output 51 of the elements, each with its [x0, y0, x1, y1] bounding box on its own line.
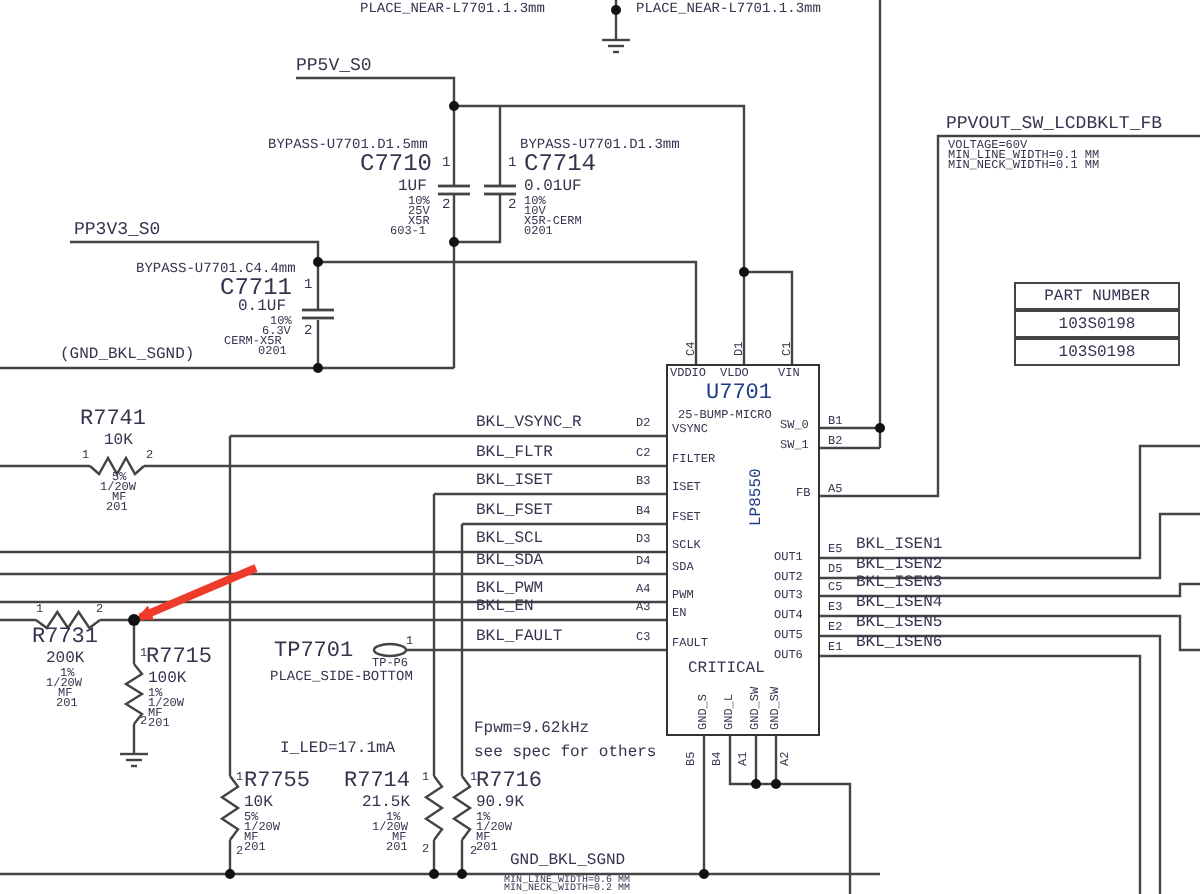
- schematic-text: PP3V3_S0: [74, 222, 161, 240]
- component-designator: R7741: [80, 410, 147, 432]
- schematic-text: BKL_ISEN6: [856, 636, 943, 652]
- schematic-text: BKL_FLTR: [476, 446, 553, 462]
- schematic-text: 21.5K: [362, 796, 411, 812]
- schematic-text: BKL_ISEN4: [856, 596, 943, 612]
- component-designator: TP7701: [274, 642, 354, 664]
- table-cell: PART NUMBER: [1014, 282, 1180, 310]
- part-designator: U7701: [706, 384, 773, 406]
- component-designator: C7714: [524, 152, 597, 176]
- chip-outline: [666, 364, 820, 736]
- schematic-text: BKL_VSYNC_R: [476, 416, 582, 432]
- schematic-text: Fpwm=9.62kHz: [474, 722, 590, 738]
- component-designator: R7731: [32, 628, 99, 650]
- schematic-text: BKL_PWM: [476, 582, 544, 598]
- schematic-text: 0.01UF: [524, 180, 582, 196]
- component-designator: C7710: [360, 152, 433, 176]
- component-designator: R7715: [146, 648, 213, 670]
- schematic-text: BKL_ISEN1: [856, 538, 943, 554]
- schematic-text: BKL_FSET: [476, 504, 553, 520]
- component-designator: R7716: [476, 772, 543, 794]
- schematic-text: BKL_SDA: [476, 554, 544, 570]
- schematic-text: BKL_SCL: [476, 532, 544, 548]
- schematic-text: 100K: [148, 672, 187, 688]
- part-number: LP8550: [750, 468, 766, 526]
- component-designator: R7714: [344, 772, 411, 794]
- schematic-text: BKL_EN: [476, 600, 534, 616]
- schematic-text: GND_BKL_SGND: [510, 854, 626, 870]
- schematic-text: BKL_ISEN2: [856, 558, 943, 574]
- schematic-text: 200K: [46, 652, 85, 668]
- schematic-text: 0.1UF: [238, 300, 287, 316]
- pointer-arrow: [136, 564, 258, 622]
- schematic-text: PP5V_S0: [296, 58, 372, 76]
- component-designator: R7755: [244, 772, 311, 794]
- schematic-text: BKL_ISEN3: [856, 576, 943, 592]
- schematic-text: 1UF: [398, 180, 427, 196]
- critical-marking: CRITICAL: [688, 662, 765, 678]
- component-designator: C7711: [220, 276, 293, 300]
- schematic-text: I_LED=17.1mA: [280, 742, 396, 758]
- table-cell: 103S0198: [1014, 338, 1180, 366]
- schematic-text: 10K: [104, 434, 133, 450]
- junction-dot: [128, 614, 140, 626]
- schematic-text: PPVOUT_SW_LCDBKLT_FB: [946, 116, 1163, 134]
- schematic-text: BKL_ISET: [476, 474, 553, 490]
- schematic-text: BKL_FAULT: [476, 630, 563, 646]
- schematic-text: (GND_BKL_SGND): [60, 348, 195, 364]
- table-cell: 103S0198: [1014, 310, 1180, 338]
- schematic-text: BKL_ISEN5: [856, 616, 943, 632]
- schematic-text: see spec for others: [474, 746, 657, 762]
- schematic-text: 10K: [244, 796, 273, 812]
- schematic-text: 90.9K: [476, 796, 525, 812]
